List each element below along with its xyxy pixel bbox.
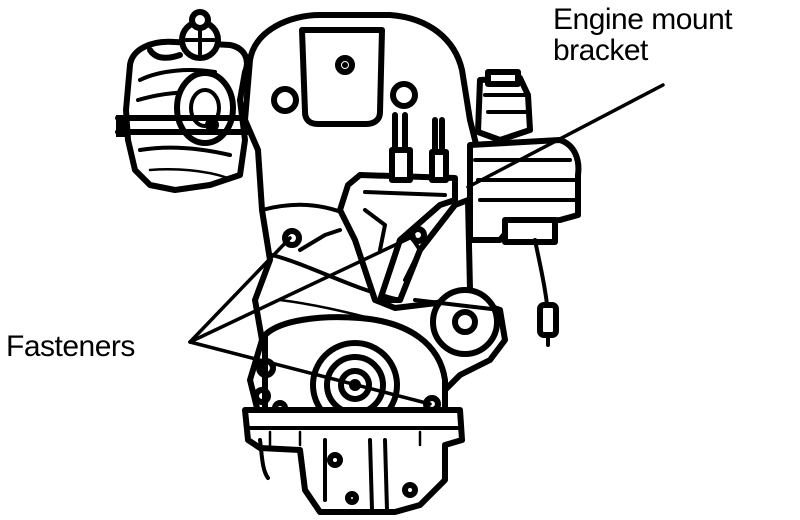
- oil-pan: [242, 407, 465, 515]
- fasteners-label: Fasteners: [6, 330, 135, 363]
- engine-mount-bracket: [282, 112, 473, 311]
- alternator-assembly: [413, 69, 582, 357]
- fasteners-leader-line-3: [188, 340, 432, 406]
- fasteners-leader-line-1: [188, 236, 292, 344]
- intake-manifold: [115, 9, 253, 193]
- engine-mount-leader-line: [466, 83, 665, 189]
- engine-mount-label-line2: bracket: [553, 34, 648, 67]
- fasteners-leader-line-2: [188, 234, 416, 344]
- leader-lines: [188, 83, 665, 406]
- engine-mount-bracket-label: Engine mount bracket: [553, 3, 733, 67]
- engine-mount-label-line1: Engine mount: [553, 3, 733, 36]
